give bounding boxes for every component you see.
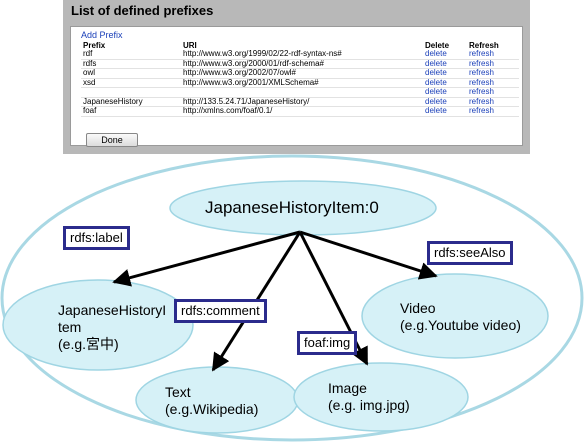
uri-cell: http://www.w3.org/2000/01/rdf-schema# <box>181 59 423 69</box>
edge-label-foaf-img: foaf:img <box>297 331 358 355</box>
video-node-line-2: (e.g.Youtube video) <box>400 317 521 333</box>
uri-cell: http://xmlns.com/foaf/0.1/ <box>181 106 423 117</box>
prefix-cell: xsd <box>81 78 181 88</box>
prefix-cell: owl <box>81 68 181 79</box>
root-node-label: JapaneseHistoryItem:0 <box>205 198 379 217</box>
label-node-ellipse <box>2 279 194 371</box>
edge-label-rdfs-seealso: rdfs:seeAlso <box>427 241 513 265</box>
header-uri: URI <box>183 41 197 50</box>
table-row: rdf http://www.w3.org/1999/02/22-rdf-syn… <box>81 49 519 60</box>
video-node-line-1: Video <box>400 300 436 316</box>
delete-link[interactable]: delete <box>423 78 467 88</box>
prefix-cell <box>81 87 181 98</box>
label-node-line-2: tem <box>58 319 82 335</box>
container-ellipse <box>0 154 584 442</box>
image-node-line-2: (e.g. img.jpg) <box>328 397 410 413</box>
refresh-link[interactable]: refresh <box>467 106 519 117</box>
prefix-cell: rdfs <box>81 59 181 69</box>
delete-link[interactable]: delete <box>423 87 467 98</box>
table-row: rdfs http://www.w3.org/2000/01/rdf-schem… <box>81 59 519 69</box>
prefix-cell: JapaneseHistory <box>81 97 181 107</box>
table-row: delete refresh <box>81 87 519 98</box>
table-header-row: Prefix URI Delete Refresh <box>81 41 519 50</box>
prefix-cell: foaf <box>81 106 181 117</box>
uri-cell: http://133.5.24.71/JapaneseHistory/ <box>181 97 423 107</box>
edge-label-rdfs-comment: rdfs:comment <box>174 299 267 323</box>
delete-link[interactable]: delete <box>423 106 467 117</box>
delete-link[interactable]: delete <box>423 49 467 60</box>
image-node-line-1: Image <box>328 380 367 396</box>
image-node-ellipse <box>293 362 469 432</box>
add-prefix-link[interactable]: Add Prefix <box>81 30 123 40</box>
prefix-table: Prefix URI Delete Refresh rdf http://www… <box>81 41 519 117</box>
prefix-dialog: List of defined prefixes Add Prefix Pref… <box>63 0 530 154</box>
text-node-line-1: Text <box>165 384 191 400</box>
edge-seealso-arrow <box>299 230 438 280</box>
uri-cell <box>181 87 423 98</box>
delete-link[interactable]: delete <box>423 59 467 69</box>
text-node-text: Text (e.g.Wikipedia) <box>165 384 258 418</box>
table-row: xsd http://www.w3.org/2001/XMLSchema# de… <box>81 78 519 88</box>
refresh-link[interactable]: refresh <box>467 68 519 79</box>
label-node-line-3: (e.g.宮中) <box>58 336 119 352</box>
refresh-link[interactable]: refresh <box>467 78 519 88</box>
edge-label-arrow <box>112 230 301 287</box>
dialog-body: Add Prefix Prefix URI Delete Refresh rdf… <box>70 26 523 146</box>
header-refresh: Refresh <box>469 41 499 50</box>
table-row: owl http://www.w3.org/2002/07/owl# delet… <box>81 68 519 79</box>
refresh-link[interactable]: refresh <box>467 59 519 69</box>
label-node-line-1: JapaneseHistoryI <box>58 302 167 318</box>
uri-cell: http://www.w3.org/1999/02/22-rdf-syntax-… <box>181 49 423 60</box>
dialog-title: List of defined prefixes <box>71 3 214 18</box>
label-node-text: JapaneseHistoryI tem (e.g.宮中) <box>58 302 166 353</box>
video-node-ellipse <box>361 273 549 359</box>
video-node-text: Video (e.g.Youtube video) <box>400 300 521 334</box>
done-button[interactable]: Done <box>86 133 138 147</box>
table-row: JapaneseHistory http://133.5.24.71/Japan… <box>81 97 519 107</box>
header-prefix: Prefix <box>83 41 106 50</box>
table-row: foaf http://xmlns.com/foaf/0.1/ delete r… <box>81 106 519 117</box>
header-delete: Delete <box>425 41 450 50</box>
uri-cell: http://www.w3.org/2001/XMLSchema# <box>181 78 423 88</box>
uri-cell: http://www.w3.org/2002/07/owl# <box>181 68 423 79</box>
delete-link[interactable]: delete <box>423 97 467 107</box>
edge-label-rdfs-label: rdfs:label <box>63 226 130 250</box>
image-node-text: Image (e.g. img.jpg) <box>328 380 410 414</box>
refresh-link[interactable]: refresh <box>467 87 519 98</box>
text-node-line-2: (e.g.Wikipedia) <box>165 401 259 417</box>
delete-link[interactable]: delete <box>423 68 467 79</box>
refresh-link[interactable]: refresh <box>467 49 519 60</box>
refresh-link[interactable]: refresh <box>467 97 519 107</box>
prefix-cell: rdf <box>81 49 181 60</box>
